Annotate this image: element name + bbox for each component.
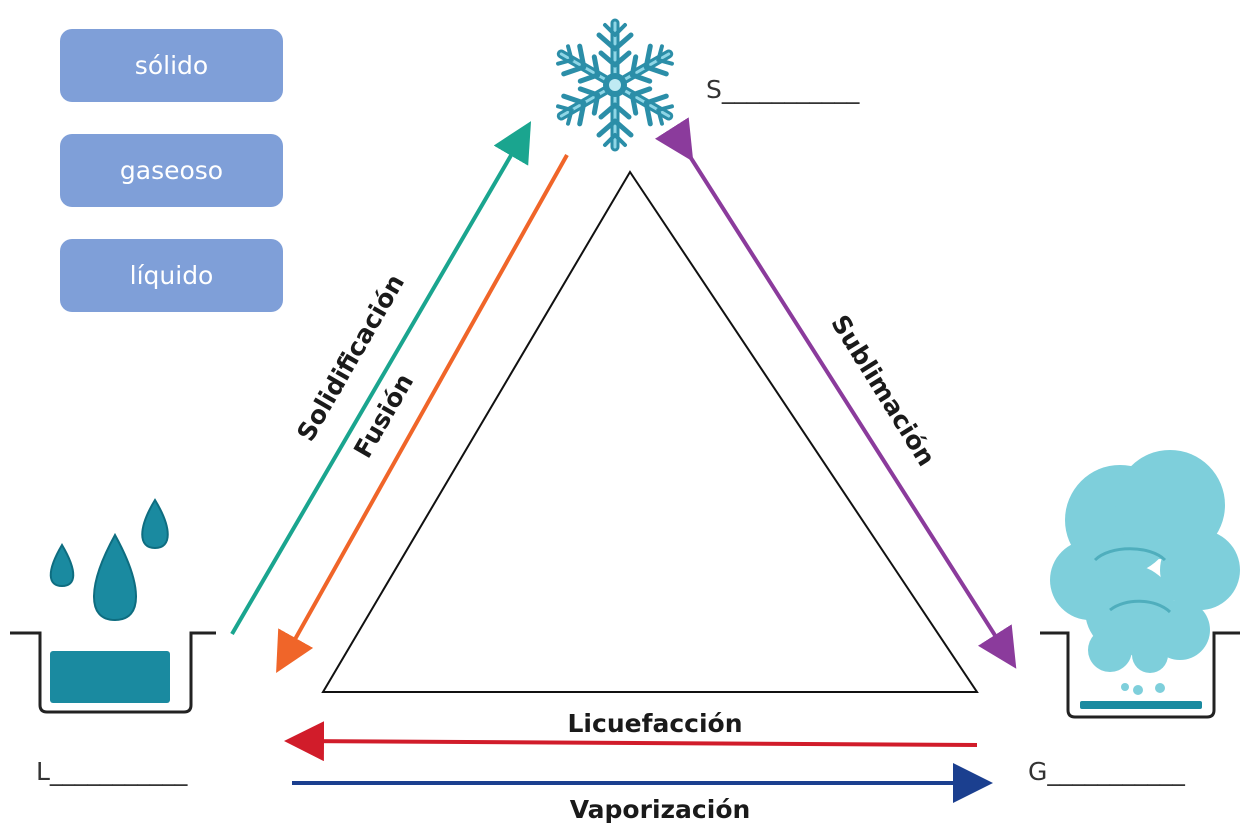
word-chip-gaseoso[interactable]: gaseoso (60, 134, 283, 207)
arrow-solidificacion (230, 121, 532, 636)
arrow-sublimacion (654, 117, 1017, 669)
label-licuefaccion: Licuefacción (568, 709, 743, 738)
arrow-licuefaccion (284, 721, 978, 762)
steam-cloud-container-icon (1040, 450, 1240, 719)
central-triangle (321, 170, 979, 693)
snowflake-icon (553, 23, 676, 147)
arrow-fusion (276, 154, 569, 673)
blank-solid[interactable]: S___________ (706, 75, 860, 104)
label-sublimacion: Sublimación (825, 310, 941, 471)
blank-gas[interactable]: G___________ (1028, 757, 1185, 786)
label-vaporizacion: Vaporización (570, 795, 751, 824)
word-chip-liquido[interactable]: líquido (60, 239, 283, 312)
word-chip-solido[interactable]: sólido (60, 29, 283, 102)
blank-liquid[interactable]: L___________ (36, 757, 188, 786)
water-drops-container-icon (10, 498, 216, 714)
